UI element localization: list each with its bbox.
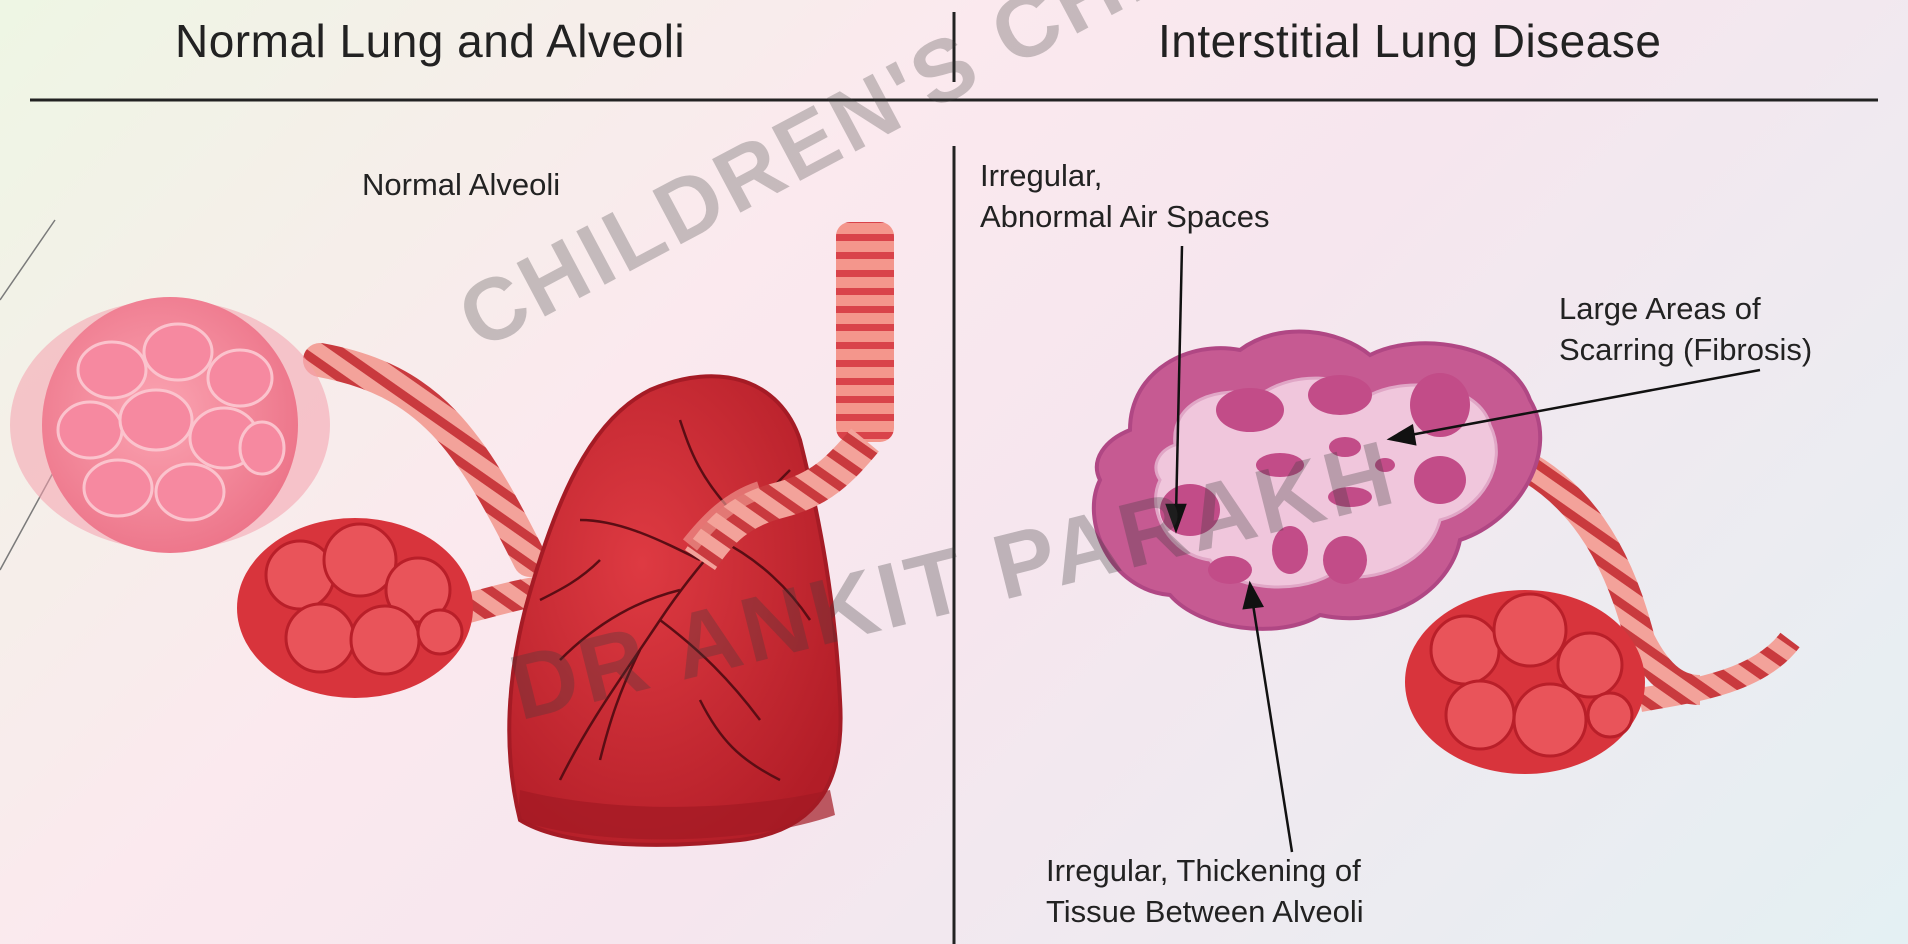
label-normal-alveoli: Normal Alveoli <box>362 164 560 205</box>
right-panel-title: Interstitial Lung Disease <box>1158 14 1661 68</box>
label-fibrosis: Large Areas of Scarring (Fibrosis) <box>1559 288 1812 370</box>
label-line: Large Areas of <box>1559 288 1812 329</box>
label-line: Scarring (Fibrosis) <box>1559 329 1812 370</box>
left-panel-title: Normal Lung and Alveoli <box>175 14 685 68</box>
label-line: Abnormal Air Spaces <box>980 196 1269 237</box>
label-line: Irregular, <box>980 155 1269 196</box>
accent-line <box>0 220 55 300</box>
label-abnormal-air-spaces: Irregular, Abnormal Air Spaces <box>980 155 1269 237</box>
label-thickening: Irregular, Thickening of Tissue Between … <box>1046 850 1364 932</box>
red-alveoli-cluster <box>1405 590 1645 774</box>
label-line: Tissue Between Alveoli <box>1046 891 1364 932</box>
red-alveoli-cluster <box>237 518 473 698</box>
label-line: Irregular, Thickening of <box>1046 850 1364 891</box>
normal-alveoli-cluster <box>10 297 330 553</box>
trachea <box>836 222 894 442</box>
